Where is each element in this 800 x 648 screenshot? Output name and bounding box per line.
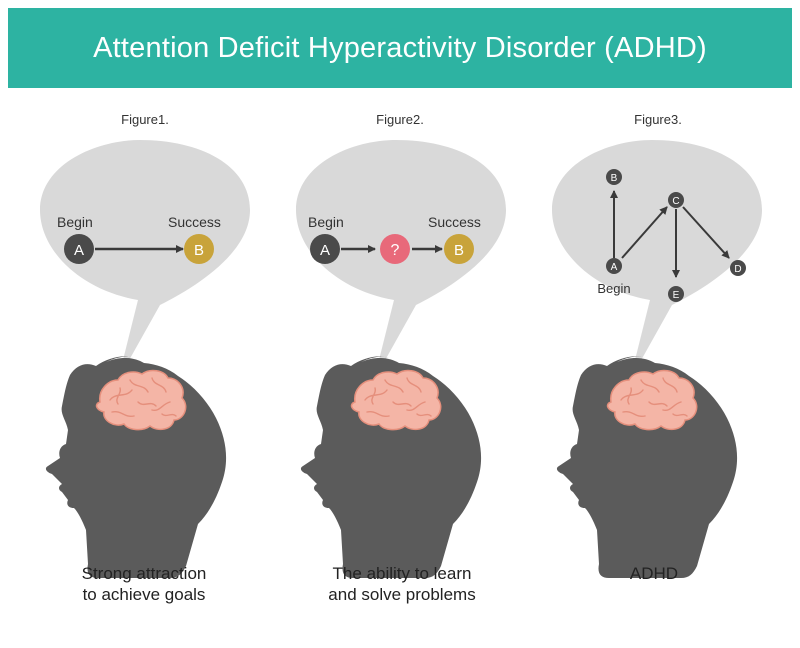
node-b — [606, 169, 622, 185]
caption-line: ADHD — [629, 564, 679, 583]
arrow-c-to-d — [682, 206, 730, 259]
title-banner: Attention Deficit Hyperactivity Disorder… — [8, 8, 792, 88]
node-b-label: B — [454, 242, 464, 259]
node-e-label: E — [673, 290, 680, 301]
caption-line: to achieve goals — [82, 585, 206, 604]
node-e — [668, 286, 684, 302]
begin-label: Begin — [308, 214, 344, 230]
node-a — [64, 234, 94, 264]
thought-bubble — [552, 140, 762, 380]
node-b — [444, 234, 474, 264]
figure1-caption: Strong attraction to achieve goals — [24, 563, 264, 605]
caption-line: and solve problems — [328, 585, 476, 604]
caption-line: The ability to learn — [332, 564, 472, 583]
begin-label: Begin — [597, 281, 630, 296]
success-label: Success — [428, 214, 481, 230]
node-a — [310, 234, 340, 264]
figure2-caption: The ability to learn and solve problems — [282, 563, 522, 605]
node-question-label: ? — [391, 242, 400, 259]
begin-label: Begin — [57, 214, 93, 230]
thought-bubble — [40, 140, 250, 380]
node-b — [184, 234, 214, 264]
success-label: Success — [168, 214, 221, 230]
node-c — [668, 192, 684, 208]
figure3-label: Figure3. — [634, 112, 682, 127]
figure3-panel: A B C D E Begin — [552, 140, 762, 578]
figure2-panel: Begin Success A ? B — [296, 140, 506, 578]
node-c-label: C — [672, 196, 679, 207]
figure2-label: Figure2. — [376, 112, 424, 127]
node-a-label: A — [611, 262, 618, 273]
node-a-label: A — [74, 242, 84, 259]
node-a — [606, 258, 622, 274]
figure3-caption: ADHD — [534, 563, 774, 584]
caption-line: Strong attraction — [81, 564, 207, 583]
figure1-label: Figure1. — [121, 112, 169, 127]
node-d — [730, 260, 746, 276]
page-title: Attention Deficit Hyperactivity Disorder… — [93, 31, 707, 64]
node-d-label: D — [734, 264, 741, 275]
node-question — [380, 234, 410, 264]
arrow-a-to-c — [621, 206, 668, 259]
figure1-panel: Begin Success A B — [40, 140, 250, 578]
node-b-label: B — [194, 242, 204, 259]
node-b-label: B — [611, 173, 618, 184]
node-a-label: A — [320, 242, 330, 259]
